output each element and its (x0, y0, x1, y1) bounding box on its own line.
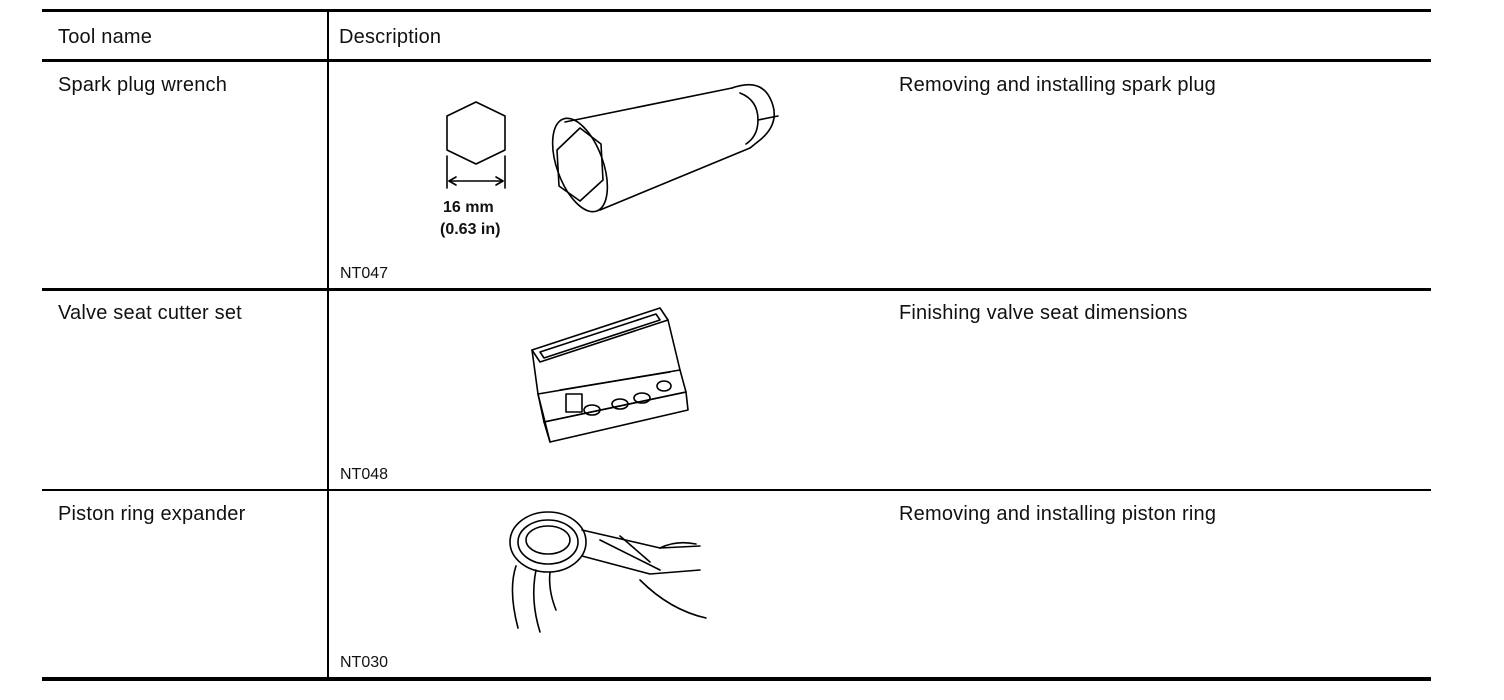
dimension-metric: 16 mm (443, 199, 494, 216)
row-divider (42, 288, 1431, 291)
description-cell: Removing and installing spark plug (899, 74, 1216, 96)
spark-plug-socket-icon (446, 83, 779, 213)
header-divider (42, 59, 1431, 62)
cutter-case-icon (531, 307, 689, 443)
tool-code: NT048 (340, 466, 389, 483)
ring-expander-icon (509, 511, 707, 633)
tool-name-cell: Valve seat cutter set (58, 302, 242, 324)
tool-name-cell: Piston ring expander (58, 503, 246, 525)
header-description: Description (339, 26, 442, 48)
column-divider (327, 11, 329, 679)
row-divider (42, 489, 1431, 491)
dimension-imperial: (0.63 in) (440, 221, 501, 238)
description-cell: Removing and installing piston ring (899, 503, 1217, 525)
description-cell: Finishing valve seat dimensions (899, 302, 1188, 324)
tool-code: NT030 (340, 654, 389, 671)
table-bottom-border (42, 677, 1431, 681)
tool-code: NT047 (340, 265, 389, 282)
header-tool-name: Tool name (58, 26, 153, 48)
table-top-border (42, 9, 1431, 12)
tool-name-cell: Spark plug wrench (58, 74, 228, 96)
